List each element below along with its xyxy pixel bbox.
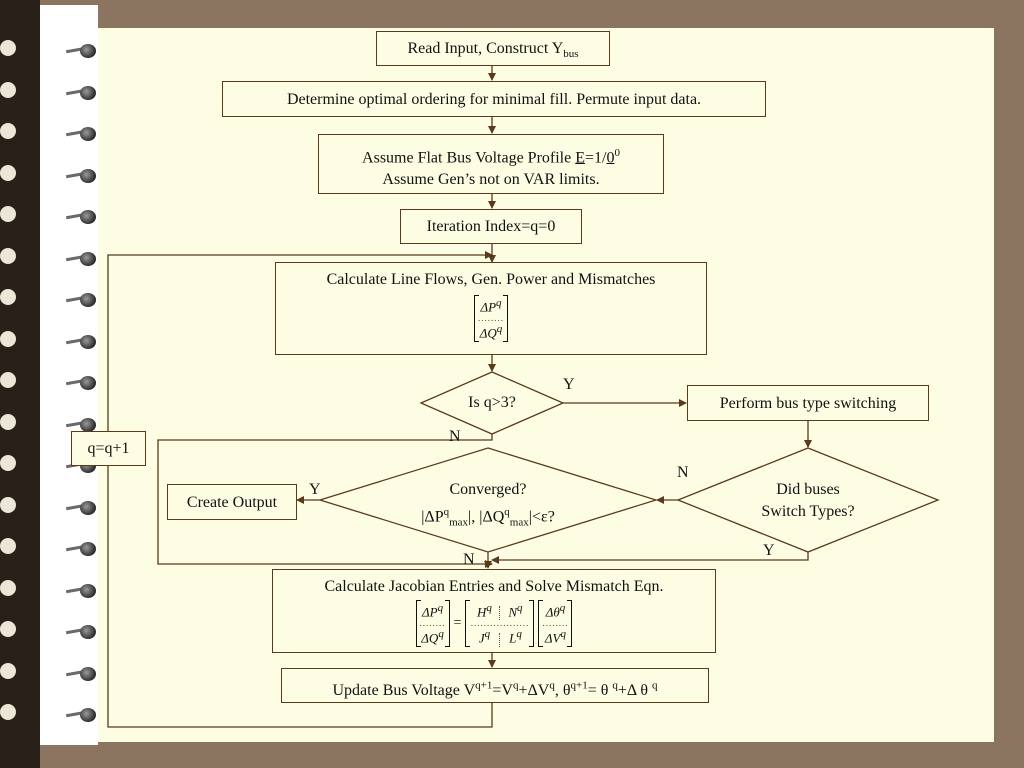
binder-ring: [58, 499, 98, 515]
did-buses-text: Did buses Switch Types?: [728, 479, 888, 523]
binder-hole: [0, 621, 40, 637]
binder-hole: [0, 81, 40, 98]
binder-hole: [0, 372, 40, 388]
binder-hole: [0, 455, 40, 471]
binder-hole: [0, 538, 40, 554]
binder-ring: [58, 665, 98, 681]
binder-hole: [0, 164, 40, 181]
iteration-index-text: Iteration Index=q=0: [426, 218, 556, 235]
is-q-gt-3-text: Is q>3?: [468, 394, 516, 411]
binder-hole: [0, 289, 40, 305]
binder-ring: [58, 208, 98, 224]
did-buses-line1: Did buses: [776, 481, 840, 498]
read-input-text: Read Input, Construct Y: [407, 40, 564, 57]
arrow-didbuses-yes: [491, 552, 809, 564]
binder-hole: [0, 206, 40, 222]
arrow-q3-no: [157, 434, 493, 568]
assume-flat-line2: Assume Gen’s not on VAR limits.: [382, 171, 600, 189]
binder-ring: [58, 167, 98, 183]
jacobian-equals: =: [453, 615, 462, 631]
binder-ring: [58, 374, 98, 390]
binder-hole: [0, 413, 40, 430]
binder-ring: [58, 416, 98, 432]
jacobian-lhs-vector: ΔPq ........ ΔQq: [415, 600, 450, 647]
binder-hole: [0, 330, 40, 347]
binder-ring: [58, 582, 98, 598]
iteration-index-box: Iteration Index=q=0: [400, 209, 582, 244]
read-input-sub: bus: [563, 48, 579, 61]
mismatch-vector: ΔPq ........ ΔQq: [474, 295, 508, 342]
read-input-box: Read Input, Construct Ybus: [376, 31, 610, 66]
ordering-box: Determine optimal ordering for minimal f…: [222, 81, 766, 117]
q-increment-box: q=q+1: [71, 431, 146, 466]
perform-switching-box: Perform bus type switching: [687, 385, 929, 421]
update-box: Update Bus Voltage Vq+1=Vq+ΔVq, θq+1= θ …: [281, 668, 709, 703]
binder-ring: [58, 706, 98, 722]
label-converged-yes: Y: [309, 481, 321, 498]
label-q3-yes: Y: [563, 376, 575, 393]
binder-ring: [58, 291, 98, 307]
label-switch-no: N: [677, 464, 689, 481]
binder-hole: [0, 704, 40, 720]
binder-ring: [58, 250, 98, 266]
jacobian-box: Calculate Jacobian Entries and Solve Mis…: [272, 569, 716, 653]
calc-flows-text: Calculate Line Flows, Gen. Power and Mis…: [326, 271, 656, 288]
binder-ring: [58, 125, 98, 141]
binder-ring: [58, 540, 98, 556]
binder-hole: [0, 496, 40, 513]
label-q3-no: N: [449, 428, 461, 445]
binder-hole: [0, 662, 40, 679]
label-converged-no: N: [463, 551, 475, 568]
assume-flat-line1: Assume Flat Bus Voltage Profile E=1/00: [362, 147, 620, 167]
binder-hole: [0, 123, 40, 139]
calc-flows-box: Calculate Line Flows, Gen. Power and Mis…: [275, 262, 707, 355]
converged-text: Converged? |ΔPqmax|, |ΔQqmax|<ε?: [368, 479, 608, 534]
create-output-text: Create Output: [186, 494, 278, 511]
update-text: Update Bus Voltage Vq+1=Vq+ΔVq, θq+1= θ …: [332, 680, 658, 700]
ordering-text: Determine optimal ordering for minimal f…: [286, 91, 702, 108]
did-buses-line2: Switch Types?: [761, 503, 855, 520]
binder-ring: [58, 42, 98, 58]
jacobian-rhs-vector: Δθq ........ ΔVq: [538, 600, 573, 647]
assume-flat-box: Assume Flat Bus Voltage Profile E=1/00 A…: [318, 134, 664, 194]
create-output-box: Create Output: [167, 484, 297, 520]
jacobian-text: Calculate Jacobian Entries and Solve Mis…: [324, 578, 664, 595]
arrow-loop-back: [107, 251, 493, 728]
binder-hole: [0, 40, 40, 56]
binder-hole: [0, 579, 40, 596]
perform-switching-text: Perform bus type switching: [719, 395, 897, 412]
converged-line1: Converged?: [449, 481, 527, 498]
binder-ring: [58, 84, 98, 100]
converged-line2: |ΔPqmax|, |ΔQqmax|<ε?: [421, 506, 555, 529]
binder-hole: [0, 247, 40, 264]
binder-ring: [58, 623, 98, 639]
q-increment-text: q=q+1: [87, 440, 130, 457]
binder-ring: [58, 333, 98, 349]
label-switch-yes: Y: [763, 542, 775, 559]
